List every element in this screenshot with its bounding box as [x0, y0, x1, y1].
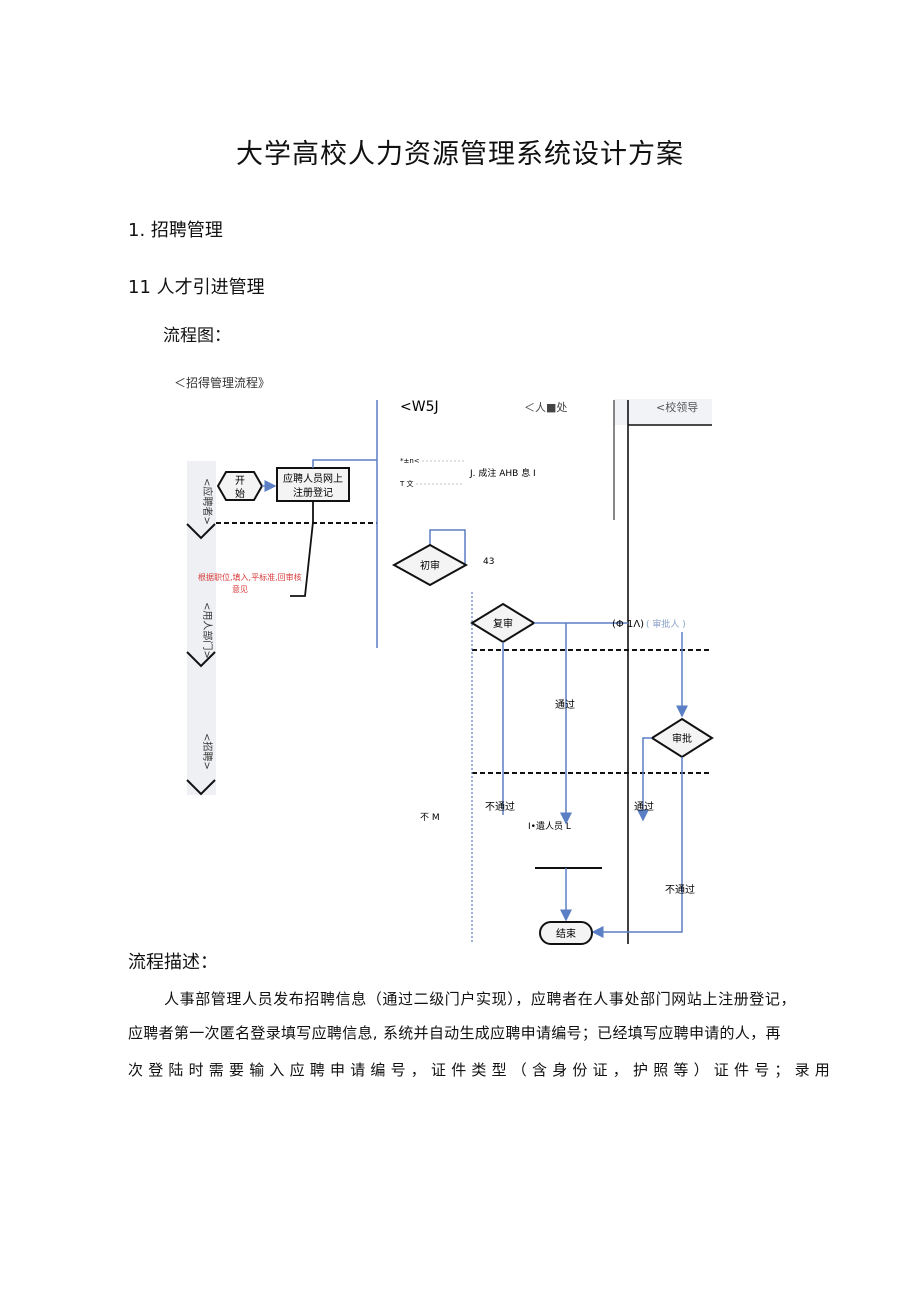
- pass-label-2: 通过: [634, 800, 654, 813]
- fail-label-2: 不通过: [665, 883, 695, 896]
- note-phi: (Φ 1Λ): [612, 619, 644, 630]
- red-annotation-line2: 意见: [232, 584, 248, 594]
- register-bracket: [290, 501, 314, 597]
- register-top-loop: [312, 459, 377, 468]
- approve-label: 审批: [672, 732, 692, 745]
- start-node-line2: 始: [235, 487, 245, 500]
- second-review-label: 复审: [493, 617, 513, 630]
- note-phi-faint: ( 审批人 ): [646, 618, 686, 630]
- description-line-1: 人事部管理人员发布招聘信息（通过二级门户实现），应聘者在人事处部门网站上注册登记…: [164, 990, 797, 1008]
- no-m-label: 不 M: [420, 812, 440, 823]
- section-heading-recruitment: 1. 招聘管理: [128, 220, 223, 241]
- section-heading-talent: 11 人才引进管理: [128, 277, 265, 298]
- lane-header-3-bg: [614, 399, 712, 425]
- lane-header-1: <W5J: [400, 399, 439, 415]
- hire-staff-label: I•遺人员 L: [528, 820, 571, 832]
- description-heading: 流程描述：: [128, 952, 218, 973]
- note-t: T 文: [399, 479, 414, 488]
- left-lane-label-1: <应聘者>: [201, 478, 214, 525]
- note-tn: *±n<: [400, 457, 420, 465]
- left-lane-chevrons: [186, 523, 216, 796]
- pass-label-1: 通过: [555, 698, 575, 711]
- left-lane-label-2: <用人部门>: [201, 602, 214, 659]
- note-43: 43: [483, 557, 494, 567]
- lane-header-2: ＜人■处: [524, 401, 567, 414]
- description-line-3: 次登陆时需要输入应聘申请编号，证件类型（含身份证，护照等）证件号；录用: [128, 1061, 836, 1079]
- first-review-node: [391, 543, 469, 587]
- left-lane-label-3: <招聘>: [201, 733, 214, 770]
- flowchart-caption: ＜招得管理流程》: [174, 376, 271, 390]
- red-annotation-line1: 根据职位,填入,平标准,回审核: [198, 572, 302, 582]
- end-node: [539, 921, 593, 945]
- register-node-line2: 注册登记: [293, 486, 333, 499]
- start-node-line1: 开: [235, 476, 245, 487]
- end-label: 结束: [556, 927, 576, 940]
- register-node-line1: 应聘人员网上: [283, 472, 343, 485]
- fail-label-1: 不通过: [485, 800, 515, 813]
- register-node: [276, 467, 350, 502]
- lane-separators: [216, 522, 712, 774]
- first-review-loop: [429, 529, 466, 565]
- start-node: [216, 471, 264, 501]
- flowchart-diagram: <W5J ＜人■处 <校领导 <应聘者> <用人部门> <招聘> 开 始 应聘人…: [186, 399, 714, 945]
- lane-header-3: <校领导: [656, 400, 698, 414]
- document-title: 大学高校人力资源管理系统设计方案: [236, 139, 684, 170]
- flowchart-label: 流程图：: [163, 326, 231, 346]
- description-line-2: 应聘者第一次匿名登录填写应聘信息, 系统并自动生成应聘申请编号；已经填写应聘申请…: [128, 1024, 781, 1042]
- note-ahb: J. 成注 AHB 息 I: [469, 467, 536, 479]
- first-review-label: 初审: [420, 559, 440, 572]
- left-lane-box: [187, 461, 216, 795]
